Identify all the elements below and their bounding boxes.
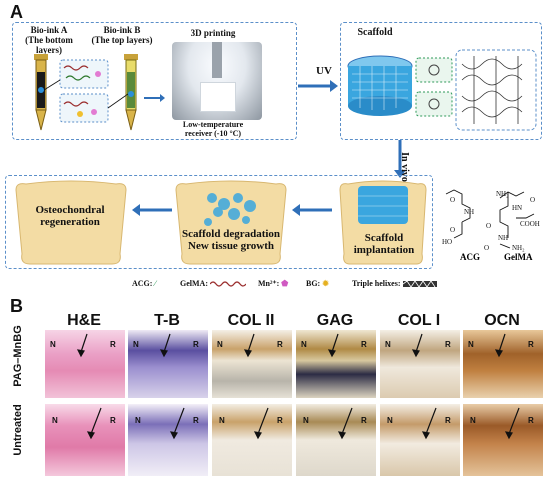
mark-n: N (470, 416, 476, 425)
mark-r: R (193, 340, 199, 349)
legend-bg-label: BG: (306, 279, 321, 288)
mark-n: N (387, 416, 393, 425)
chem-cooh: COOH (520, 220, 540, 228)
col-header-he: H&E (67, 312, 101, 329)
chem-o-4: O (486, 222, 491, 230)
gelma-structure-label: GelMA (504, 252, 533, 262)
helix-symbol-icon (402, 280, 437, 288)
tile-untreated-col1 (380, 404, 460, 476)
tile-untreated-col2 (212, 404, 292, 476)
mark-n: N (301, 340, 307, 349)
chem-nh2-2: NH₂ (512, 244, 525, 252)
panel-a-letter: A (10, 2, 23, 22)
panel-b-letter: B (10, 296, 23, 316)
chem-hn: HN (512, 204, 522, 212)
mark-r: R (445, 340, 451, 349)
chem-nh-2: NH (498, 234, 508, 242)
row-label-untreated: Untreated (12, 404, 24, 456)
legend-gelma-label: GelMA: (180, 279, 208, 288)
mark-n: N (468, 340, 474, 349)
bone-degradation (175, 180, 287, 265)
mark-n: N (217, 340, 223, 349)
mark-n: N (219, 416, 225, 425)
col-header-col1: COL I (397, 312, 441, 329)
mark-r: R (361, 340, 367, 349)
uv-arrow (298, 80, 338, 92)
mark-r: R (445, 416, 451, 425)
osteochondral-label: Osteochondral regeneration (35, 204, 105, 228)
row-label-pag: PAG–MnBG (12, 325, 24, 387)
chem-o-5: O (484, 244, 489, 252)
bioink-b-label: Bio-ink B (The top layers) (91, 25, 153, 45)
tile-untreated-tb (128, 404, 208, 476)
uv-label: UV (316, 65, 332, 77)
mark-n: N (385, 340, 391, 349)
chem-nh-1: NH (464, 208, 474, 216)
degradation-label: Scaffold degradation New tissue growth (181, 228, 281, 252)
tile-untreated-gag (296, 404, 376, 476)
mark-r: R (110, 340, 116, 349)
bone-box (5, 175, 433, 269)
bg-star-icon: ✹ (322, 279, 329, 288)
col-header-gag: GAG (316, 312, 354, 329)
printing-box (12, 22, 297, 140)
bone-regeneration (15, 180, 127, 265)
bone-implantation (339, 180, 427, 265)
mark-r: R (277, 416, 283, 425)
mark-n: N (133, 340, 139, 349)
mark-r: R (528, 416, 534, 425)
legend-helix-label: Triple helixes: (352, 279, 401, 288)
legend-acg-label: ACG: (132, 279, 153, 288)
mark-r: R (528, 340, 534, 349)
in-vivo-arrow (394, 140, 406, 178)
arrow-degradation-to-regen (132, 204, 172, 216)
mark-n: N (50, 340, 56, 349)
arrow-implant-to-degradation (292, 204, 332, 216)
implantation-label: Scaffold implantation (353, 232, 415, 256)
legend-acg: ACG: ⁄ (132, 279, 156, 288)
mn-pentagon-icon: ⬟ (281, 279, 289, 288)
receiver-label: Low-temperature receiver (-10 °C) (182, 120, 244, 138)
chem-nh2-1: NH₂ (496, 190, 509, 198)
acg-symbol-icon: ⁄ (154, 279, 156, 288)
mark-n: N (135, 416, 141, 425)
tile-untreated-ocn (463, 404, 543, 476)
chem-ho: HO (442, 238, 452, 246)
bioink-a-label: Bio-ink A (The bottom layers) (25, 25, 73, 55)
mark-r: R (193, 416, 199, 425)
mark-r: R (361, 416, 367, 425)
scaffold-illustration (347, 49, 537, 131)
defect-arrows (76, 333, 520, 440)
chem-o-1: O (450, 196, 455, 204)
gelma-symbol-icon (209, 281, 247, 287)
mark-n: N (52, 416, 58, 425)
chemical-structures: O NH O HO NH₂ O HN O COOH NH NH₂ O ACG G… (442, 189, 540, 262)
scaffold-box (340, 22, 542, 140)
legend-gelma: GelMA: (180, 279, 247, 288)
legend-helix: Triple helixes: (352, 279, 437, 288)
chem-o-2: O (450, 226, 455, 234)
tile-untreated-he (45, 404, 125, 476)
legend-bg: BG: ✹ (306, 279, 329, 288)
printing-photo (172, 42, 262, 120)
col-header-col2: COL II (227, 312, 275, 329)
syringes-illustration (34, 54, 165, 131)
chem-o-3: O (530, 196, 535, 204)
acg-structure-label: ACG (460, 252, 480, 262)
col-header-ocn: OCN (484, 312, 520, 329)
col-header-tb: T-B (154, 312, 180, 329)
printing-label: 3D printing (190, 28, 236, 38)
legend-mn: Mn²⁺: ⬟ (258, 279, 288, 288)
mark-r: R (110, 416, 116, 425)
mark-n: N (303, 416, 309, 425)
legend-mn-label: Mn²⁺: (258, 279, 280, 288)
scaffold-label: Scaffold (357, 27, 393, 38)
mark-r: R (277, 340, 283, 349)
